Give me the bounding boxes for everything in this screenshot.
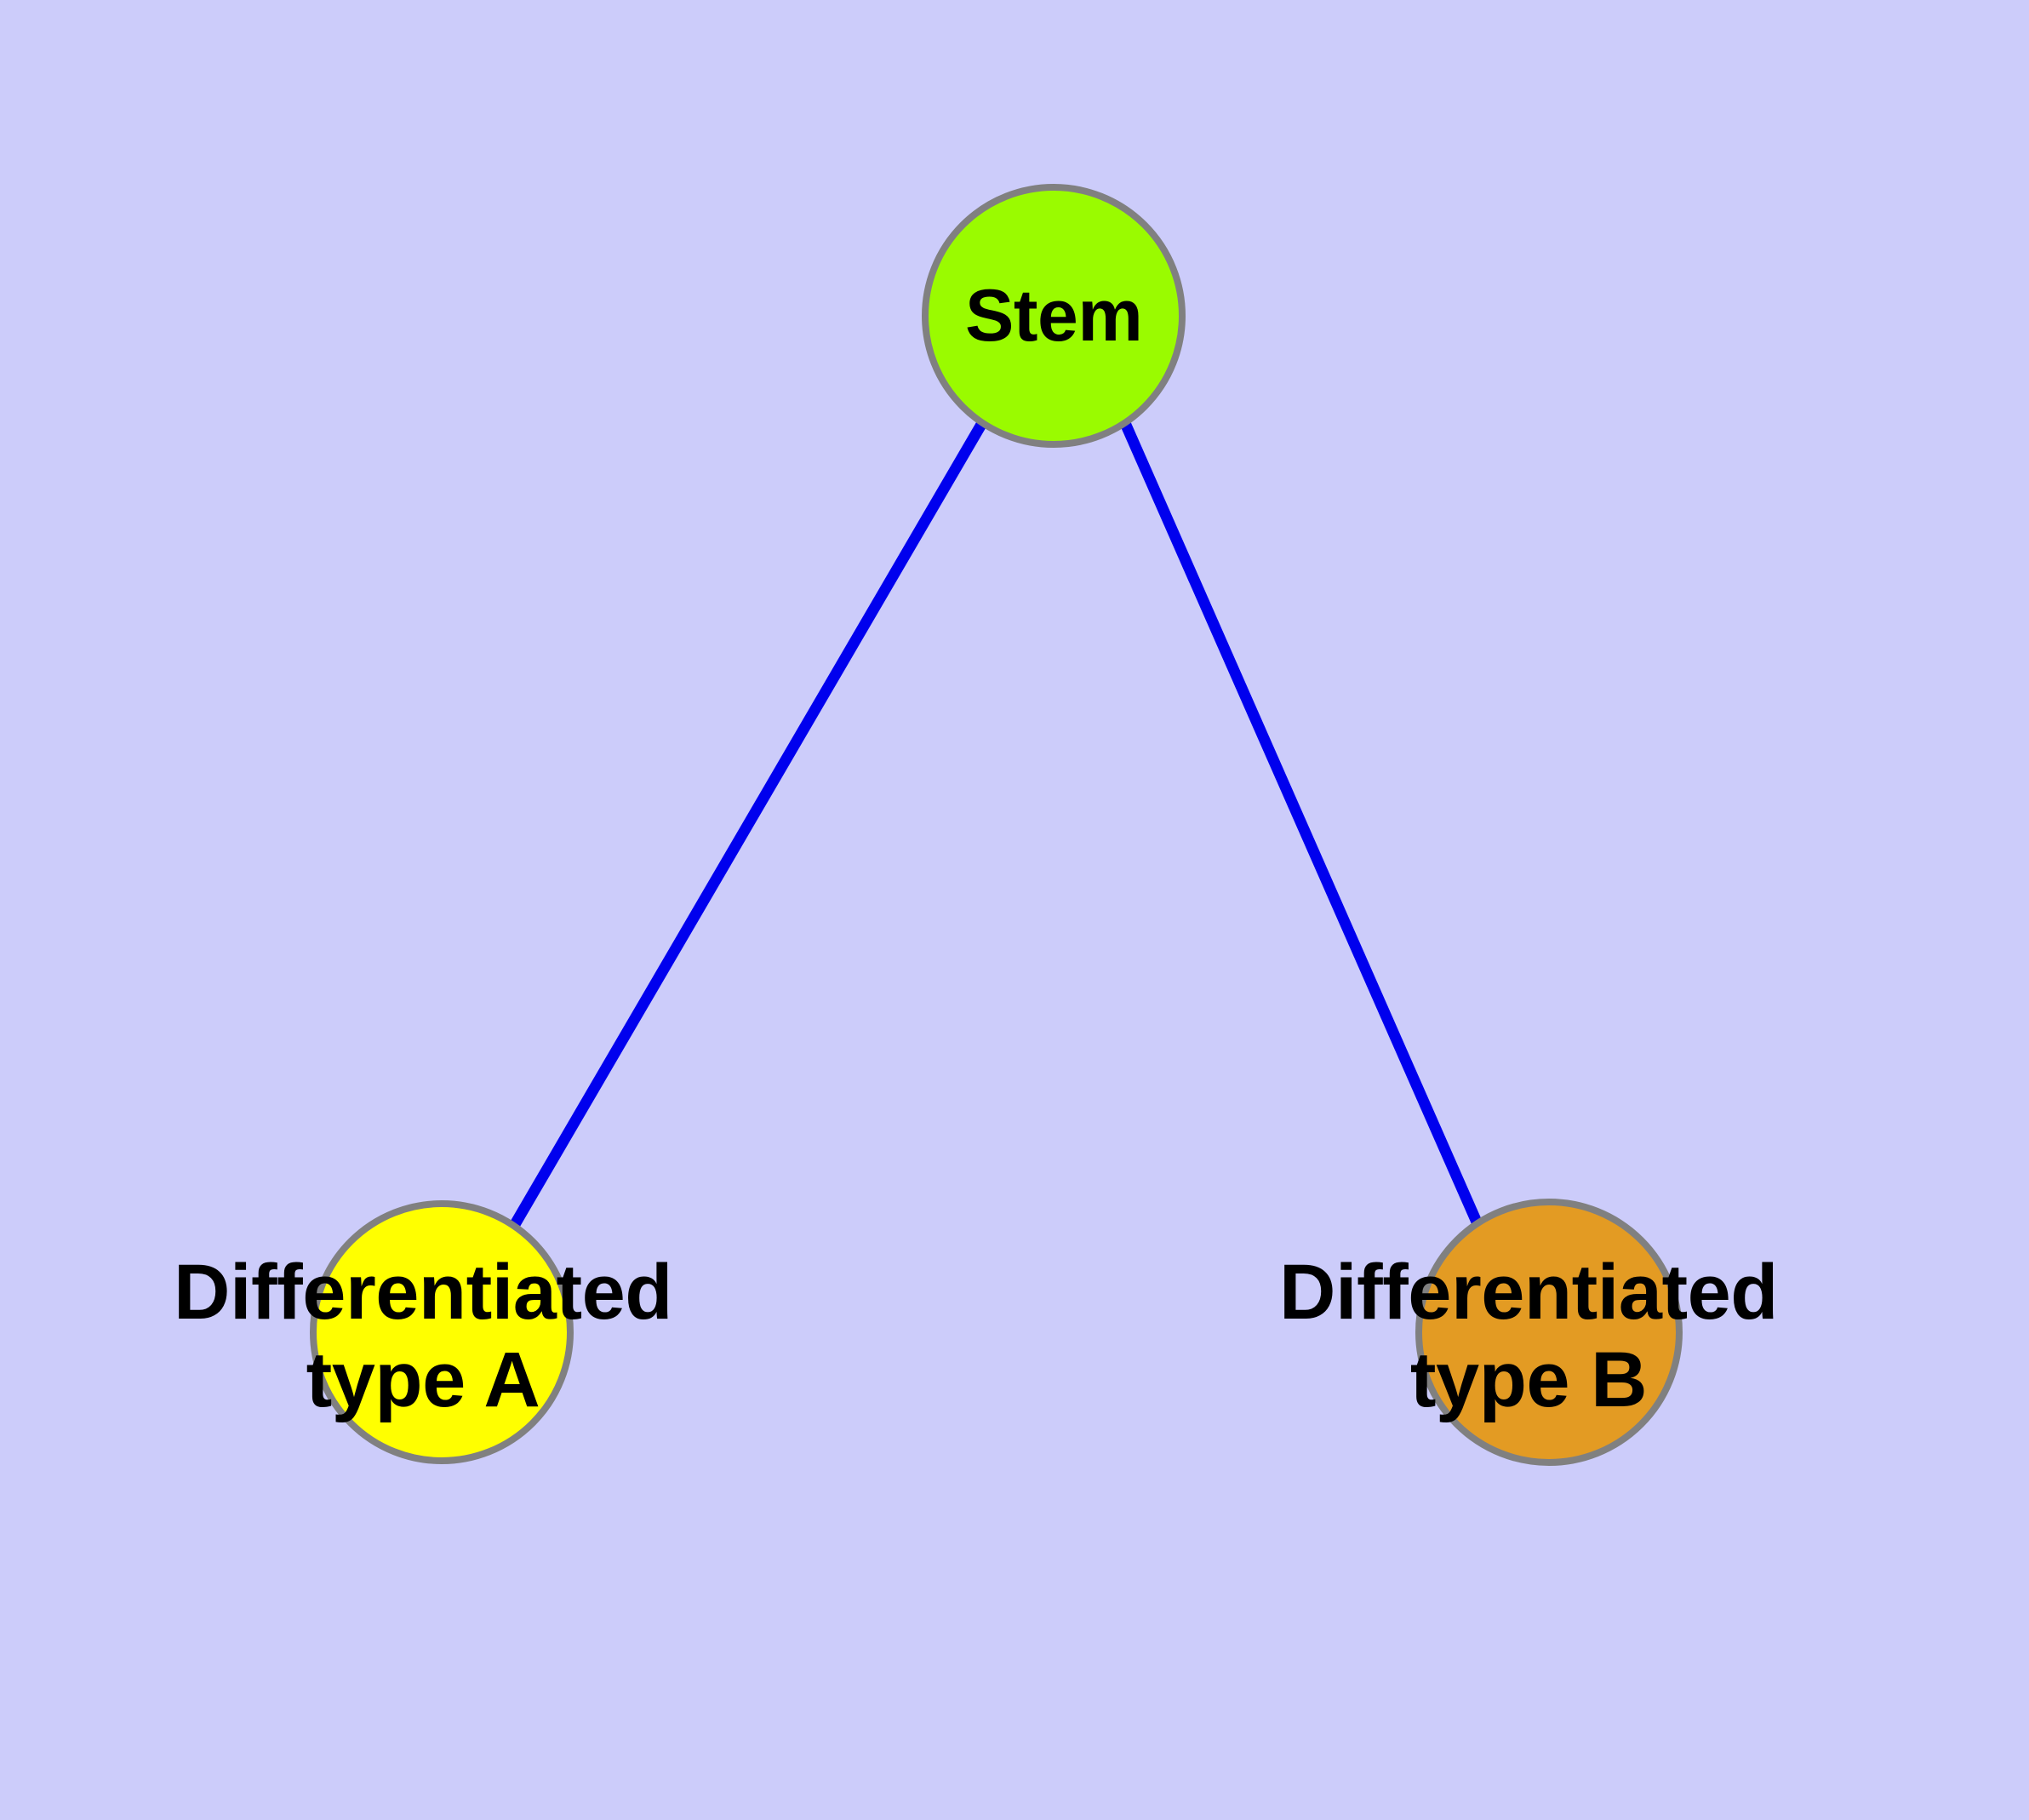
edge-stem-to-diff-b[interactable] — [1120, 421, 1483, 1228]
node-layer — [310, 184, 1683, 1466]
node-circle-stem[interactable] — [922, 184, 1186, 448]
edge-layer — [509, 420, 1483, 1229]
edge-stem-to-diff-a[interactable] — [509, 420, 987, 1229]
node-circle-diff-a[interactable] — [310, 1200, 574, 1464]
node-circle-diff-b[interactable] — [1415, 1199, 1683, 1466]
